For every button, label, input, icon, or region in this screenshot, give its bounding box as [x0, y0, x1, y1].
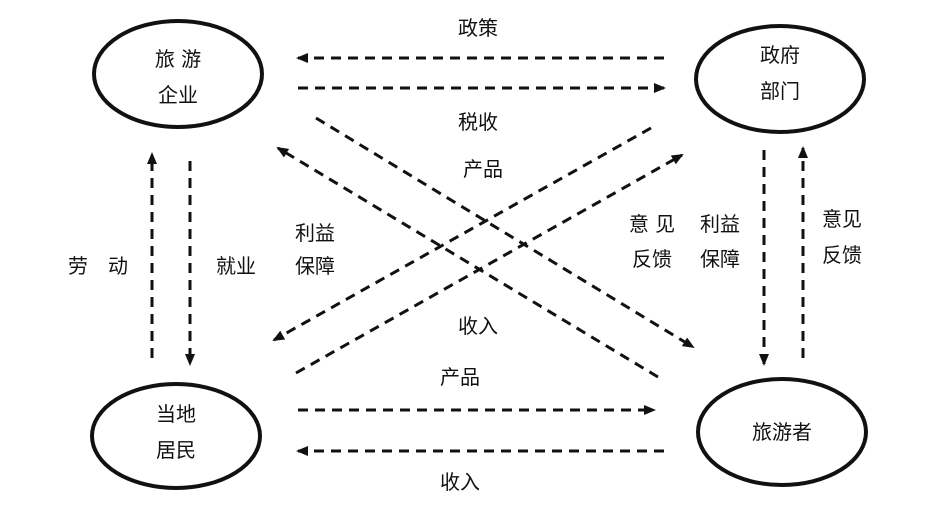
node-tourists: 旅游者 [696, 377, 868, 487]
node-government: 政府 部门 [694, 24, 866, 134]
label-benefit-left-1: 利益 [295, 221, 335, 245]
arrow-government-to-residents-benefit [272, 126, 652, 342]
node-local-residents-label-1: 当地 [156, 402, 196, 426]
label-product-bottom: 产品 [440, 365, 480, 389]
node-tourism-enterprise-label-1: 旅 游 [155, 47, 201, 71]
label-benefit-left-2: 保障 [295, 254, 335, 278]
label-tax: 税收 [458, 110, 498, 134]
node-government-label-1: 政府 [760, 43, 800, 67]
label-labor: 劳 动 [68, 254, 128, 278]
label-feedback-mid-1: 意 见 [629, 212, 675, 236]
label-employment: 就业 [216, 254, 256, 278]
node-tourism-enterprise: 旅 游 企业 [92, 19, 264, 129]
node-government-label-2: 部门 [760, 79, 800, 103]
label-product-top: 产品 [463, 157, 503, 181]
label-feedback-right-1: 意见 [822, 207, 862, 231]
node-local-residents-label-2: 居民 [156, 438, 196, 462]
arrow-residents-to-government-feedback [295, 153, 684, 375]
node-local-residents: 当地 居民 [90, 382, 262, 490]
label-income-bottom: 收入 [440, 470, 480, 494]
label-policy: 政策 [458, 16, 498, 40]
arrow-tourists-to-enterprise-income [276, 146, 659, 379]
node-tourists-label: 旅游者 [752, 420, 812, 444]
label-benefit-right-1: 利益 [700, 212, 740, 236]
node-tourism-enterprise-label-2: 企业 [158, 83, 198, 107]
arrow-enterprise-to-tourists-product [315, 116, 695, 349]
label-feedback-mid-2: 反馈 [632, 247, 672, 271]
label-income-mid: 收入 [458, 314, 498, 338]
label-feedback-right-2: 反馈 [822, 243, 862, 267]
label-benefit-right-2: 保障 [700, 247, 740, 271]
